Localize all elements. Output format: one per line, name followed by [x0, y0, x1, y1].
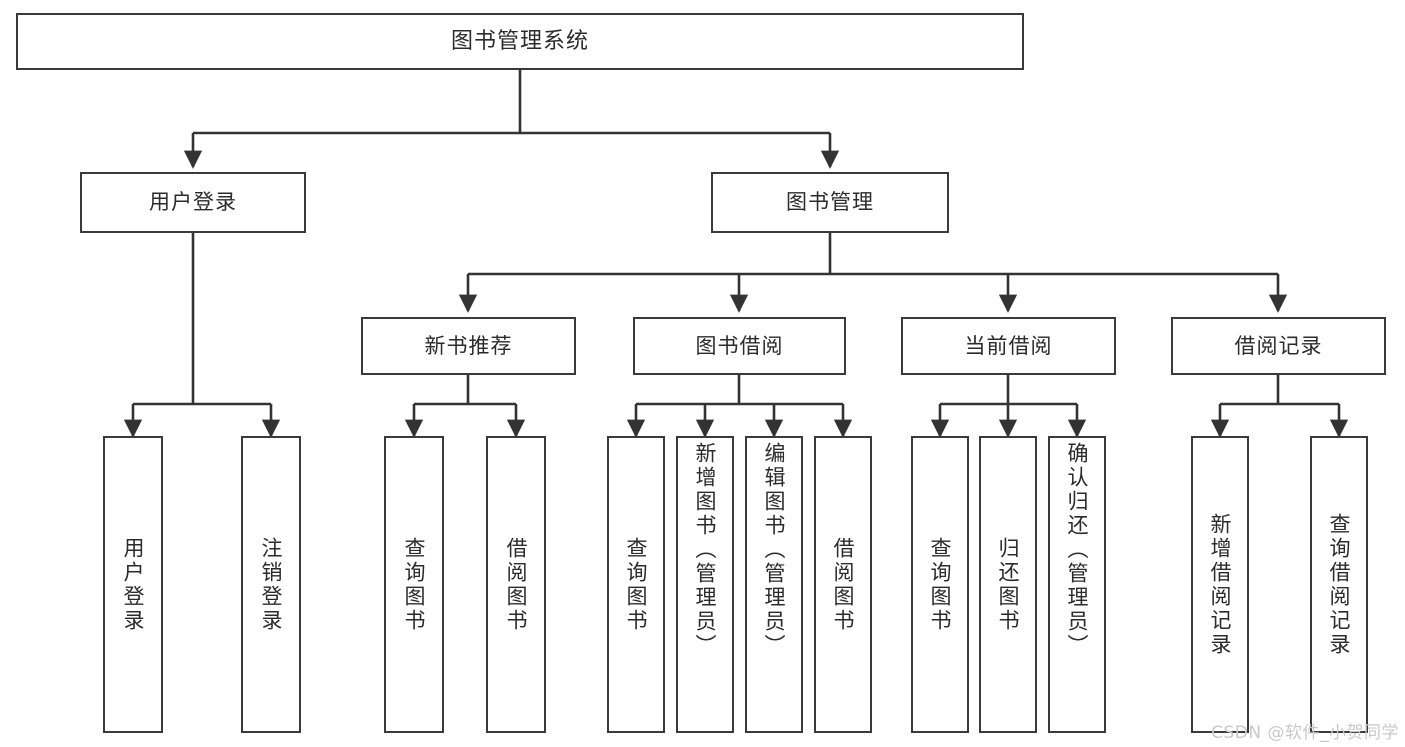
leaf-label: 归还图书: [996, 536, 1021, 633]
node-book-management[interactable]: 图书管理: [711, 172, 949, 233]
leaf-new-book-query[interactable]: 查询图书: [384, 436, 444, 733]
node-label: 图书借阅: [695, 333, 784, 358]
node-label: 图书管理系统: [450, 28, 589, 54]
node-new-book-recommend[interactable]: 新书推荐: [361, 317, 576, 375]
leaf-label: 查询图书: [624, 536, 649, 633]
node-label: 当前借阅: [964, 333, 1053, 358]
leaf-label: 查询图书: [402, 536, 427, 633]
leaf-label: 借阅图书: [504, 536, 529, 633]
leaf-current-borrow-confirm-return[interactable]: 确认归还（管理员）: [1048, 436, 1106, 733]
leaf-book-borrow-add[interactable]: 新增图书（管理员）: [676, 436, 734, 733]
leaf-current-borrow-query[interactable]: 查询图书: [911, 436, 969, 733]
node-label: 用户登录: [149, 190, 237, 215]
watermark-text: CSDN @软件_小贺同学: [1211, 723, 1399, 743]
leaf-user-login-logout[interactable]: 注销登录: [241, 436, 301, 733]
leaf-borrow-record-add[interactable]: 新增借阅记录: [1191, 436, 1249, 733]
leaf-book-borrow-query[interactable]: 查询图书: [607, 436, 665, 733]
leaf-label: 查询借阅记录: [1327, 512, 1352, 657]
node-borrow-record[interactable]: 借阅记录: [1171, 317, 1386, 375]
leaf-label: 编辑图书（管理员）: [762, 442, 787, 658]
leaf-label: 确认归还（管理员）: [1065, 442, 1090, 658]
leaf-label: 用户登录: [121, 536, 146, 633]
leaf-new-book-borrow[interactable]: 借阅图书: [486, 436, 546, 733]
node-label: 图书管理: [786, 190, 874, 215]
leaf-label: 新增借阅记录: [1208, 512, 1233, 657]
node-root-system[interactable]: 图书管理系统: [16, 13, 1024, 70]
node-label: 借阅记录: [1234, 333, 1323, 358]
leaf-borrow-record-query[interactable]: 查询借阅记录: [1310, 436, 1368, 733]
leaf-current-borrow-return[interactable]: 归还图书: [979, 436, 1037, 733]
leaf-label: 查询图书: [928, 536, 953, 633]
node-current-borrow[interactable]: 当前借阅: [901, 317, 1116, 375]
leaf-label: 新增图书（管理员）: [693, 442, 718, 658]
leaf-label: 借阅图书: [831, 536, 856, 633]
node-book-borrow[interactable]: 图书借阅: [633, 317, 846, 375]
node-label: 新书推荐: [424, 333, 513, 358]
node-user-login[interactable]: 用户登录: [80, 172, 306, 233]
leaf-book-borrow-borrow[interactable]: 借阅图书: [814, 436, 872, 733]
leaf-user-login-login[interactable]: 用户登录: [103, 436, 163, 733]
leaf-book-borrow-edit[interactable]: 编辑图书（管理员）: [745, 436, 803, 733]
leaf-label: 注销登录: [259, 536, 284, 633]
